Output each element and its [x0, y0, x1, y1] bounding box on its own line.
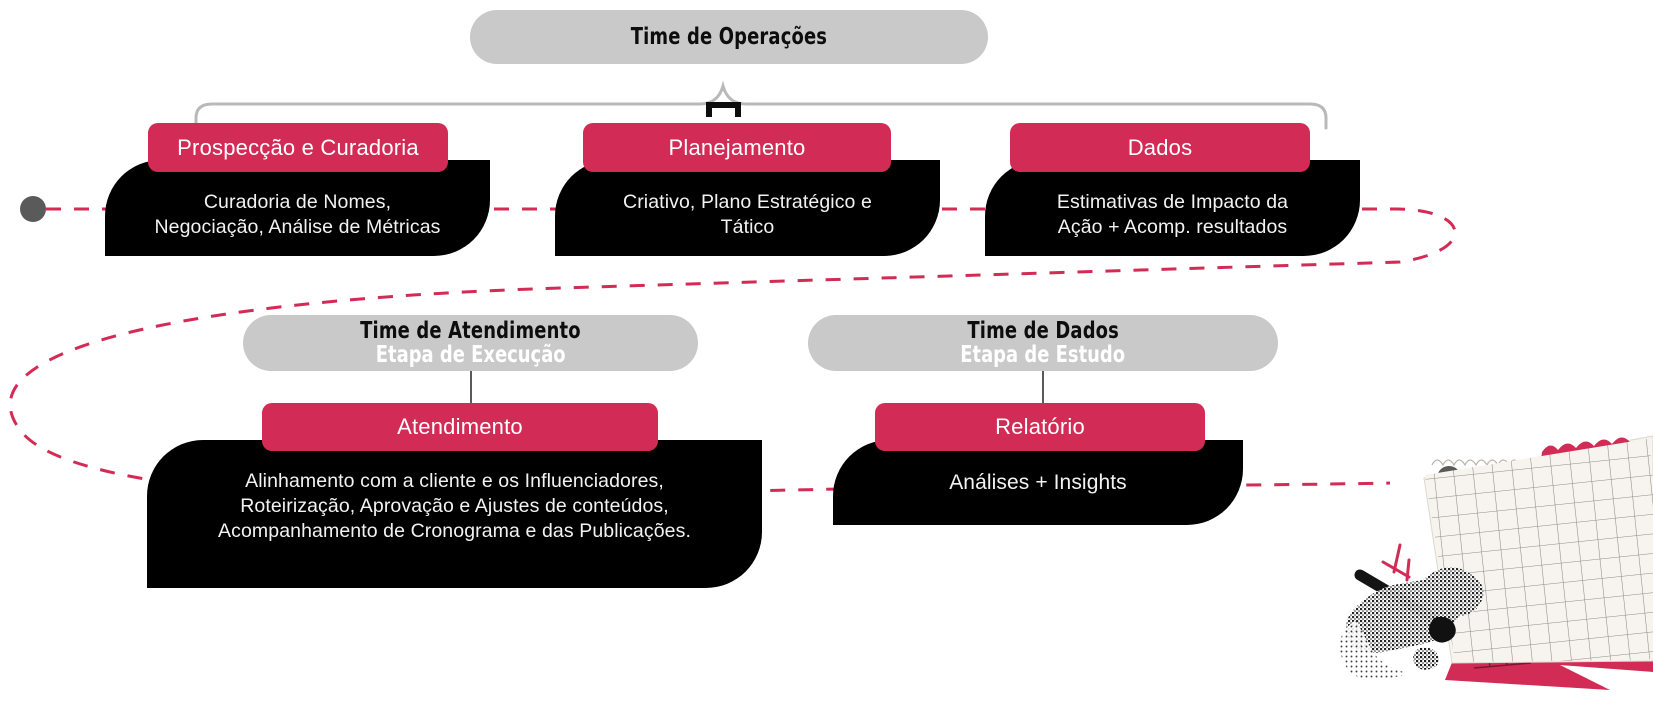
- card-header-planejamento[interactable]: Planejamento: [583, 123, 891, 172]
- notebook-torn-edge: [1431, 459, 1521, 467]
- hand: [1339, 567, 1484, 681]
- card-body-atendimento-text: Alinhamento com a cliente e os Influenci…: [218, 470, 691, 542]
- card-body-relatorio-text: Análises + Insights: [949, 471, 1127, 494]
- card-header-relatorio-label: Relatório: [995, 414, 1085, 439]
- card-header-dados-label: Dados: [1127, 134, 1193, 160]
- staple-mark: [706, 102, 741, 117]
- card-header-prospeccao-label: Prospecção e Curadoria: [177, 134, 419, 160]
- team-pill-operacoes-title: Time de Operações: [630, 24, 828, 50]
- card-body-planejamento: Criativo, Plano Estratégico e Tático: [555, 160, 940, 256]
- notebook-grid: [1425, 438, 1653, 662]
- card-body-planejamento-text: Criativo, Plano Estratégico e Tático: [623, 191, 872, 238]
- card-body-prospeccao: Curadoria de Nomes, Negociação, Análise …: [105, 160, 490, 256]
- team-pill-atendimento: Time de Atendimento Etapa de Execução: [243, 315, 698, 371]
- team-pill-dados-title: Time de Dados: [967, 318, 1119, 344]
- stem-dados: [1042, 371, 1044, 403]
- team-pill-operacoes: Time de Operações: [470, 10, 988, 64]
- team-pill-dados-stage: Etapa de Estudo: [960, 342, 1126, 368]
- motion-lines: [1381, 543, 1411, 582]
- card-body-dados-text: Estimativas de Impacto da Ação + Acomp. …: [1056, 191, 1289, 238]
- card-header-atendimento[interactable]: Atendimento: [262, 403, 658, 451]
- card-header-relatorio[interactable]: Relatório: [875, 403, 1205, 451]
- dashed-flow-path: [8, 207, 1457, 500]
- team-pill-dados: Time de Dados Etapa de Estudo: [808, 315, 1278, 371]
- card-body-dados: Estimativas de Impacto da Ação + Acomp. …: [985, 160, 1360, 256]
- card-header-atendimento-label: Atendimento: [397, 414, 523, 439]
- card-body-relatorio: Análises + Insights: [833, 440, 1243, 525]
- start-dot: [20, 196, 46, 222]
- team-pill-atendimento-title: Time de Atendimento: [360, 318, 581, 344]
- card-header-planejamento-label: Planejamento: [668, 134, 806, 160]
- curly-bracket-connector: [194, 80, 1328, 130]
- card-header-prospeccao[interactable]: Prospecção e Curadoria: [148, 123, 448, 172]
- card-body-prospeccao-text: Curadoria de Nomes, Negociação, Análise …: [154, 191, 441, 238]
- team-pill-atendimento-stage: Etapa de Execução: [375, 342, 566, 368]
- card-header-dados[interactable]: Dados: [1010, 123, 1310, 172]
- stem-atendimento: [470, 371, 472, 403]
- card-body-atendimento: Alinhamento com a cliente e os Influenci…: [147, 440, 762, 588]
